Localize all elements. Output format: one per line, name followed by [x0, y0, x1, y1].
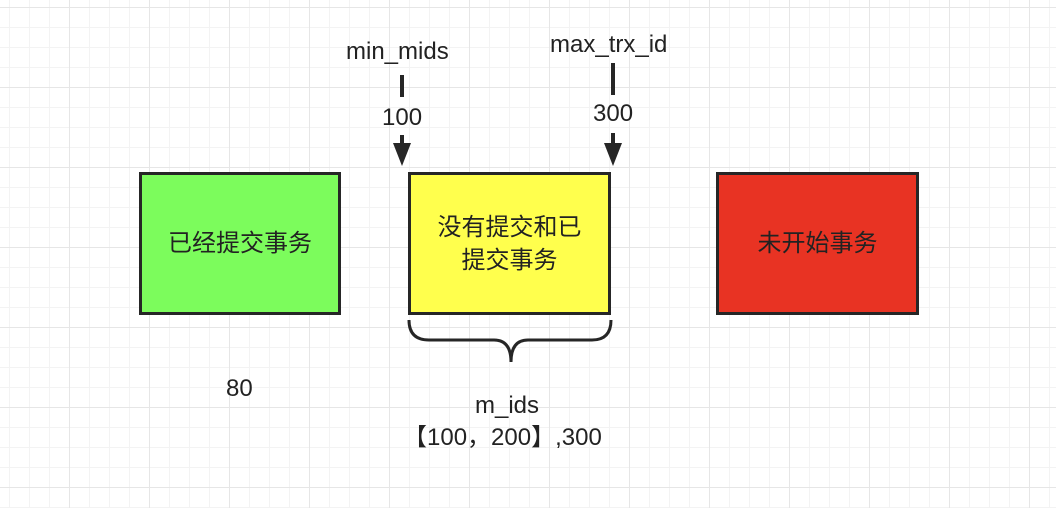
min-arrow-head: [393, 143, 411, 166]
m-ids-brace: [407, 319, 613, 363]
max-trx-id-label: max_trx_id: [550, 31, 668, 58]
committed-box: 已经提交事务: [139, 172, 341, 315]
m-ids-value: 【100，200】,300: [403, 424, 602, 451]
committed-box-text: 已经提交事务: [168, 229, 312, 258]
max-arrow-head: [604, 143, 622, 166]
not-started-box: 未开始事务: [716, 172, 919, 315]
active-box: 没有提交和已 提交事务: [408, 172, 611, 315]
active-box-text: 没有提交和已 提交事务: [437, 213, 582, 274]
not-started-box-text: 未开始事务: [757, 229, 878, 258]
m-ids-label: m_ids: [475, 392, 540, 419]
min-mids-label: min_mids: [346, 38, 449, 65]
max-trx-id-value: 300: [593, 100, 634, 127]
min-mids-value: 100: [382, 104, 423, 131]
left-value-label: 80: [226, 375, 253, 402]
